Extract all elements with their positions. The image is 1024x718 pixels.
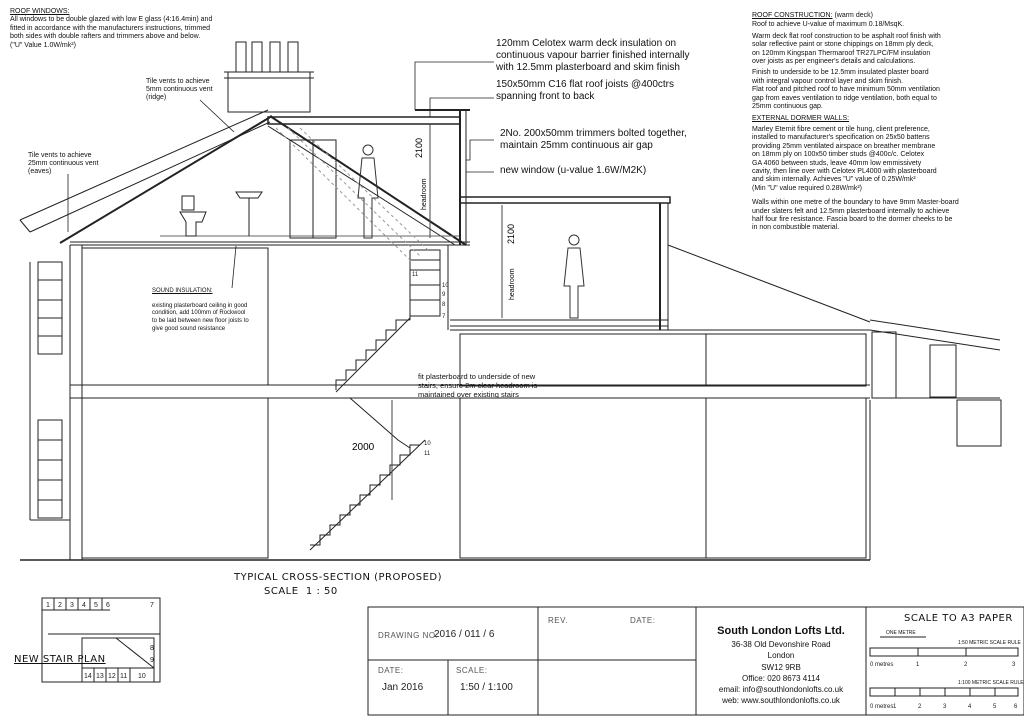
trimmers-note: 2No. 200x50mm trimmers bolted together, … xyxy=(500,128,687,151)
plan-step-10: 10 xyxy=(138,673,146,680)
plan-step-14: 14 xyxy=(84,673,92,680)
dim-2000: 2000 xyxy=(352,442,375,453)
scale-150-tick-1: 1 xyxy=(916,662,920,668)
scale-1100-tick-3: 3 xyxy=(943,704,947,710)
rule-1100-label: 1:100 METRIC SCALE RULE xyxy=(958,680,1024,686)
tile-vents-eaves-note: Tile vents to achieve 25mm continuous ve… xyxy=(28,152,99,175)
plan-step-9: 9 xyxy=(150,657,154,664)
roof-windows-note: ROOF WINDOWS: All windows to be double g… xyxy=(10,8,250,50)
company-address-2: London xyxy=(767,651,795,661)
scale-value: 1:50 / 1:100 xyxy=(460,682,513,693)
stair-plan-drawing xyxy=(41,597,161,683)
section-step-7: 7 xyxy=(442,314,446,320)
plan-step-3: 3 xyxy=(70,602,74,609)
section-step-11: 11 xyxy=(412,272,419,278)
scale-1100-tick-1: 1 xyxy=(893,704,897,710)
section-step-8: 8 xyxy=(442,302,446,308)
plan-step-13: 13 xyxy=(96,673,104,680)
rev-label: REV. xyxy=(548,616,568,625)
roof-window xyxy=(289,139,337,239)
sound-insulation-body: existing plasterboard ceiling in good co… xyxy=(152,302,249,332)
sound-insulation-note: SOUND INSULATION: existing plasterboard … xyxy=(152,280,292,341)
plan-step-8: 8 xyxy=(150,645,154,652)
company-postcode: SW12 9RB xyxy=(761,662,801,672)
roof-construction-para-1: Roof to achieve U-value of maximum 0.18/… xyxy=(752,21,905,29)
drawing-no-label: DRAWING NO: xyxy=(378,631,439,640)
section-scale: SCALE 1 : 50 xyxy=(264,586,338,597)
plan-step-5: 5 xyxy=(94,602,98,609)
scale-box-title: SCALE TO A3 PAPER xyxy=(904,613,1013,624)
rule-150-label: 1:50 METRIC SCALE RULE xyxy=(958,640,1021,646)
roof-construction-para-2: Warm deck flat roof construction to be a… xyxy=(752,32,941,66)
plan-step-12: 12 xyxy=(108,673,116,680)
date-label: DATE: xyxy=(378,666,404,675)
person-figure-dormer xyxy=(563,234,585,319)
scale-1100-tick-2: 2 xyxy=(918,704,922,710)
one-metre-label: ONE METRE xyxy=(886,630,916,636)
dim-2100-dormer: 2100 xyxy=(506,224,516,244)
section-step-low-11: 11 xyxy=(424,451,431,457)
joists-note: 150x50mm C16 flat roof joists @400ctrs s… xyxy=(496,79,675,102)
section-step-10: 10 xyxy=(442,283,449,289)
scale-150-tick-2: 2 xyxy=(964,662,968,668)
celotex-note: 120mm Celotex warm deck insulation on co… xyxy=(496,38,690,73)
plan-step-1: 1 xyxy=(46,602,50,609)
facade-window-upper xyxy=(37,261,63,355)
stair-plan-title: NEW STAIR PLAN xyxy=(14,654,106,665)
drawing-no-value: 2016 / 011 / 6 xyxy=(434,629,495,640)
company-address-1: 36-38 Old Devonshire Road xyxy=(731,640,831,650)
scale-1100-origin: 0 metres xyxy=(870,704,893,710)
person-figure-loft xyxy=(357,144,379,239)
new-staircase xyxy=(335,245,449,393)
toilet xyxy=(179,195,207,237)
basin xyxy=(235,191,263,236)
date-label-top: DATE: xyxy=(630,616,656,625)
company-name: South London Lofts Ltd. xyxy=(717,625,845,637)
existing-staircase xyxy=(309,397,426,551)
company-office: Office: 020 8673 4114 xyxy=(742,673,820,683)
roof-construction-heading: ROOF CONSTRUCTION: xyxy=(752,12,833,19)
roof-windows-heading: ROOF WINDOWS: xyxy=(10,8,70,15)
scale-1100-tick-6: 6 xyxy=(1014,704,1018,710)
scale-rule-1-100 xyxy=(869,687,1019,697)
plan-step-7: 7 xyxy=(150,602,154,609)
plan-step-2: 2 xyxy=(58,602,62,609)
company-block: South London Lofts Ltd. 36-38 Old Devons… xyxy=(668,625,894,706)
dormer-walls-para-1: Marley Eternit fibre cement or tile hung… xyxy=(752,125,937,192)
section-title: TYPICAL CROSS-SECTION (PROPOSED) xyxy=(234,572,443,583)
section-step-9: 9 xyxy=(442,292,446,298)
scale-rule-1-50 xyxy=(869,647,1019,657)
chimney xyxy=(224,41,314,113)
company-web[interactable]: web: www.southlondonlofts.co.uk xyxy=(722,696,840,706)
dormer-walls-para-2: Walls within one metre of the boundary t… xyxy=(752,199,959,232)
roof-construction-para-3: Finish to underside to be 12.5mm insulat… xyxy=(752,69,940,111)
company-email[interactable]: email: info@southlondonlofts.co.uk xyxy=(718,685,844,695)
plan-step-11: 11 xyxy=(120,673,127,680)
roof-windows-body: All windows to be double glazed with low… xyxy=(10,16,213,49)
dim-2100-loft: 2100 xyxy=(414,138,424,158)
roof-construction-heading-suffix: (warm deck) xyxy=(832,12,873,19)
new-window-note: new window (u-value 1.6W/M2K) xyxy=(500,165,647,176)
scale-1100-tick-4: 4 xyxy=(968,704,972,710)
sound-insulation-heading: SOUND INSULATION: xyxy=(152,287,213,294)
date-value: Jan 2016 xyxy=(382,682,424,693)
facade-window-lower xyxy=(37,419,63,519)
plasterboard-stairs-note: fit plasterboard to underside of new sta… xyxy=(418,372,538,399)
dormer-walls-heading: EXTERNAL DORMER WALLS: xyxy=(752,115,850,123)
scale-1100-tick-5: 5 xyxy=(993,704,997,710)
dim-headroom-dormer: headroom xyxy=(509,268,516,300)
plan-step-6: 6 xyxy=(106,602,110,609)
plan-step-4: 4 xyxy=(82,602,86,609)
dim-headroom-loft: headroom xyxy=(421,178,428,210)
tile-vents-ridge-note: Tile vents to achieve 5mm continuous ven… xyxy=(146,78,213,101)
section-step-low-10: 10 xyxy=(424,441,431,447)
scale-150-tick-3: 3 xyxy=(1012,662,1016,668)
roof-construction-note: ROOF CONSTRUCTION: (warm deck) Roof to a… xyxy=(752,12,1018,233)
scale-150-origin: 0 metres xyxy=(870,662,893,668)
scale-label: SCALE: xyxy=(456,666,488,675)
